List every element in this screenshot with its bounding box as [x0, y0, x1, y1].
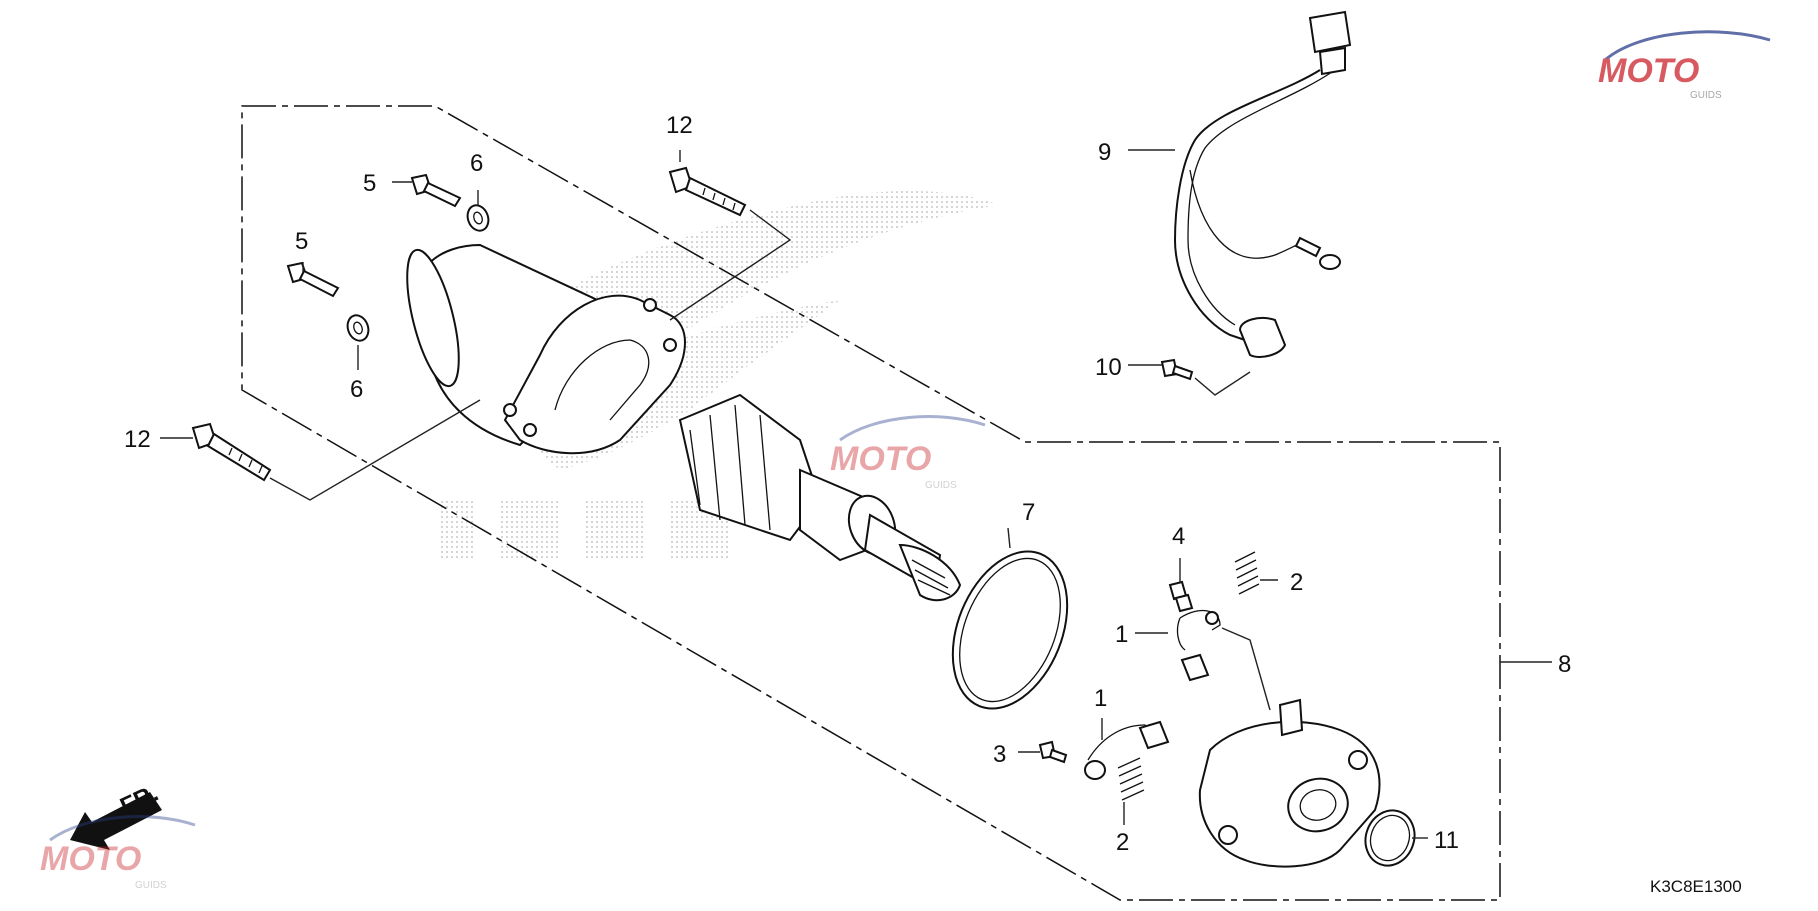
- moto-guids-logo-icon: MOTO GUIDS: [830, 415, 986, 491]
- callout-12-upper: 12: [666, 112, 693, 139]
- moto-guids-logo-icon: MOTO GUIDS: [1598, 30, 1771, 101]
- brush-upper: [1176, 609, 1221, 682]
- callout-3: 3: [993, 741, 1006, 768]
- callout-9: 9: [1098, 139, 1111, 166]
- callout-4: 4: [1172, 523, 1185, 550]
- svg-text:MOTO: MOTO: [830, 440, 931, 478]
- svg-text:MOTO: MOTO: [1598, 52, 1699, 90]
- callout-11: 11: [1434, 827, 1459, 854]
- moto-guids-logo-icon: MOTO GUIDS: [40, 815, 196, 891]
- svg-text:MOTO: MOTO: [40, 840, 141, 878]
- brush-lower: [1084, 720, 1170, 780]
- callout-1-lower: 1: [1094, 685, 1107, 712]
- callout-5-lower: 5: [295, 228, 308, 255]
- brush-spring-lower: [1117, 757, 1145, 801]
- diagram-code: K3C8E1300: [1650, 877, 1742, 896]
- end-cover: [1198, 698, 1381, 868]
- svg-text:GUIDS: GUIDS: [925, 480, 957, 491]
- callout-7: 7: [1022, 499, 1035, 526]
- screw-upper: [1168, 580, 1194, 613]
- washer-upper: [466, 204, 490, 232]
- callout-6-upper: 6: [470, 150, 483, 177]
- brush-spring-upper: [1234, 551, 1260, 595]
- callout-1-upper: 1: [1115, 621, 1128, 648]
- bolt-lower: [286, 261, 340, 298]
- callout-10: 10: [1095, 354, 1122, 381]
- callout-6-lower: 6: [350, 376, 363, 403]
- o-ring-small: [1364, 809, 1416, 867]
- svg-text:GUIDS: GUIDS: [135, 880, 167, 891]
- callout-5-upper: 5: [363, 170, 376, 197]
- svg-text:GUIDS: GUIDS: [1690, 90, 1722, 101]
- bolt-upper: [410, 173, 462, 208]
- harness-bolt: [1160, 358, 1194, 381]
- o-ring-large: [951, 550, 1069, 710]
- armature: [678, 393, 962, 602]
- long-bolt-lower: [191, 422, 272, 482]
- long-bolt-upper: [668, 166, 747, 217]
- callout-8: 8: [1558, 651, 1571, 678]
- motor-assembly-boundary: [241, 105, 1501, 901]
- washer-lower: [346, 314, 370, 342]
- motor-yoke: [406, 243, 686, 455]
- callout-2-lower: 2: [1116, 829, 1129, 856]
- callout-12-lower: 12: [124, 426, 151, 453]
- callout-2-upper: 2: [1290, 569, 1303, 596]
- screw-lower: [1038, 740, 1068, 764]
- wire-harness: [1173, 10, 1352, 358]
